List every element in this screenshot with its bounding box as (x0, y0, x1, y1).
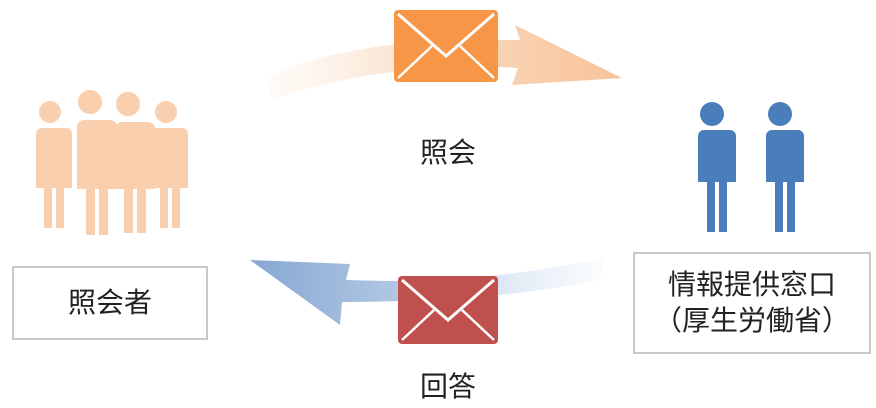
provider-label-line2: （厚生労働省） (653, 304, 850, 337)
provider-people-icon (694, 102, 804, 232)
reply-envelope-icon (398, 276, 498, 344)
inquirer-people-icon (34, 90, 188, 235)
inquirer-box: 照会者 (12, 266, 208, 340)
reply-label: 回答 (419, 370, 476, 403)
provider-box: 情報提供窓口 （厚生労働省） (633, 252, 871, 354)
provider-label-line1: 情報提供窓口 (667, 267, 836, 301)
inquiry-envelope-icon (394, 10, 498, 82)
inquirer-label: 照会者 (67, 285, 152, 319)
inquiry-label: 照会 (419, 136, 476, 169)
